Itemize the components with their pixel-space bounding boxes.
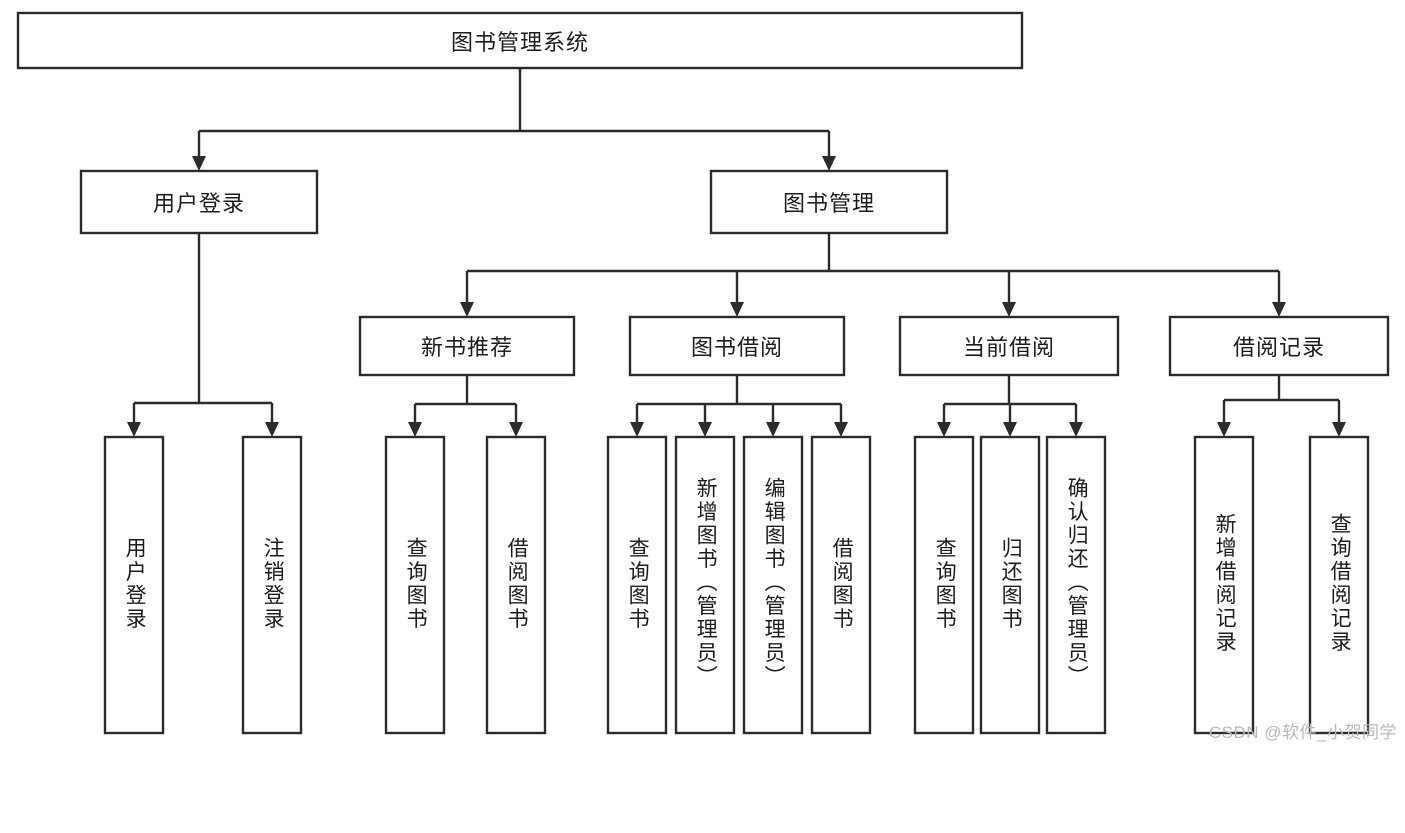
arrow-head-leaf-query-book-2 <box>630 422 644 437</box>
node-box-root[interactable] <box>16 11 1024 70</box>
arrow-head-leaf-edit-book <box>766 422 780 437</box>
node-box-leaf-query-book-3[interactable] <box>913 435 975 735</box>
node-box-leaf-logout[interactable] <box>241 435 303 735</box>
arrow-head-book-borrow <box>730 302 744 317</box>
arrow-head-leaf-add-record <box>1217 422 1231 437</box>
system-hierarchy-diagram <box>16 11 1390 735</box>
arrow-head-leaf-confirm-return <box>1069 422 1083 437</box>
arrow-head-leaf-return-book <box>1003 422 1017 437</box>
node-box-user-login[interactable] <box>79 169 319 235</box>
node-box-book-borrow[interactable] <box>628 315 846 377</box>
arrow-head-leaf-query-book-1 <box>408 422 422 437</box>
arrow-head-leaf-query-book-3 <box>937 422 951 437</box>
node-box-leaf-edit-book[interactable] <box>742 435 804 735</box>
arrow-head-borrow-record <box>1272 302 1286 317</box>
arrow-head-leaf-borrow-book-1 <box>509 422 523 437</box>
arrow-head-new-book-rec <box>460 302 474 317</box>
node-box-current-borrow[interactable] <box>898 315 1120 377</box>
arrow-head-leaf-borrow-book-2 <box>834 422 848 437</box>
node-box-leaf-return-book[interactable] <box>979 435 1041 735</box>
node-box-leaf-user-login[interactable] <box>103 435 165 735</box>
node-box-leaf-borrow-book-1[interactable] <box>485 435 547 735</box>
node-box-leaf-confirm-return[interactable] <box>1045 435 1107 735</box>
node-box-borrow-record[interactable] <box>1168 315 1390 377</box>
arrow-head-current-borrow <box>1002 302 1016 317</box>
arrow-head-leaf-add-book <box>698 422 712 437</box>
node-box-leaf-query-book-1[interactable] <box>384 435 446 735</box>
node-box-leaf-borrow-book-2[interactable] <box>810 435 872 735</box>
arrow-head-user-login <box>192 156 206 171</box>
arrow-head-leaf-user-login <box>127 422 141 437</box>
node-box-leaf-query-book-2[interactable] <box>606 435 668 735</box>
connector-layer <box>127 68 1346 437</box>
node-box-new-book-rec[interactable] <box>358 315 576 377</box>
arrow-head-leaf-query-record <box>1332 422 1346 437</box>
arrow-head-book-manage <box>822 156 836 171</box>
node-box-leaf-add-book[interactable] <box>674 435 736 735</box>
watermark: CSDN @软件_小贺同学 <box>1208 723 1397 742</box>
node-box-book-manage[interactable] <box>709 169 949 235</box>
node-box-layer <box>16 11 1390 735</box>
node-box-leaf-query-record[interactable] <box>1308 435 1370 735</box>
arrow-head-leaf-logout <box>265 422 279 437</box>
node-box-leaf-add-record[interactable] <box>1193 435 1255 735</box>
